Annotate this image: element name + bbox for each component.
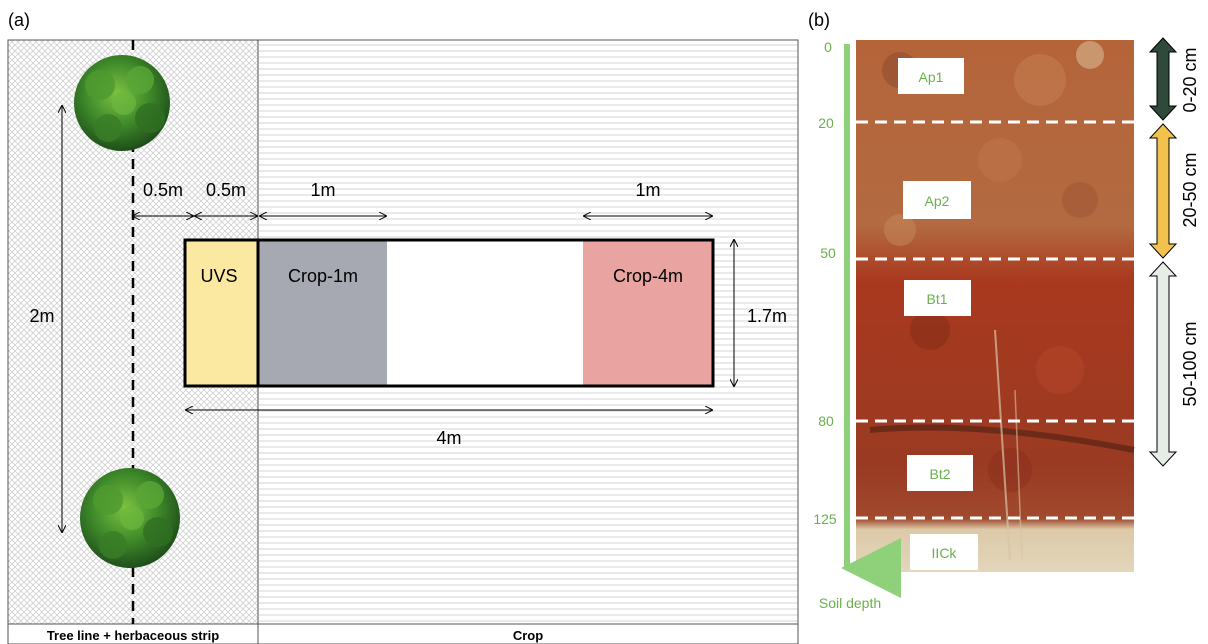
layer-label-20-50: 20-50 cm	[1180, 152, 1200, 227]
layer-arrow-50-100	[1148, 261, 1178, 467]
panel-b-label: (b)	[808, 10, 830, 30]
crop1m-zone	[258, 240, 387, 386]
tree-icon-top	[74, 55, 170, 151]
strip-caption: Tree line + herbaceous strip	[47, 628, 219, 643]
horizon-bt2: Bt2	[929, 466, 950, 482]
depth-tick-0: 0	[824, 39, 832, 55]
crop4m-label: Crop-4m	[613, 266, 683, 286]
layer-label-50-100: 50-100 cm	[1180, 321, 1200, 406]
layer-arrow-0-20	[1148, 37, 1178, 121]
layer-arrow-20-50	[1148, 123, 1178, 259]
crop1m-width-label: 1m	[310, 180, 335, 200]
soil-profile-photo	[856, 40, 1135, 572]
horizon-boundaries	[856, 120, 1134, 520]
crop4m-zone	[583, 240, 713, 386]
horizon-iick: IICk	[932, 545, 958, 561]
horizon-bt1: Bt1	[926, 291, 947, 307]
sampling-plot	[183, 238, 715, 388]
crop1m-label: Crop-1m	[288, 266, 358, 286]
tree-spacing-label: 2m	[29, 306, 54, 326]
depth-tick-80: 80	[818, 413, 834, 429]
layer-label-0-20: 0-20 cm	[1180, 47, 1200, 112]
offset-left-label: 0.5m	[143, 180, 183, 200]
plot-length-label: 4m	[436, 428, 461, 448]
crop-caption: Crop	[513, 628, 543, 643]
panel-a-label: (a)	[8, 10, 30, 30]
depth-tick-20: 20	[818, 115, 834, 131]
horizon-ap2: Ap2	[925, 193, 950, 209]
depth-tick-125: 125	[813, 511, 837, 527]
soil-depth-label: Soil depth	[819, 595, 881, 611]
horizon-ap1: Ap1	[919, 69, 944, 85]
uvs-zone	[185, 240, 258, 386]
uvs-label: UVS	[200, 266, 237, 286]
horizon-label-boxes	[898, 58, 978, 570]
offset-right-label: 0.5m	[206, 180, 246, 200]
depth-tick-50: 50	[820, 245, 836, 261]
crop4m-width-label: 1m	[635, 180, 660, 200]
plot-height-label: 1.7m	[747, 306, 787, 326]
tree-icon-bottom	[80, 468, 180, 568]
